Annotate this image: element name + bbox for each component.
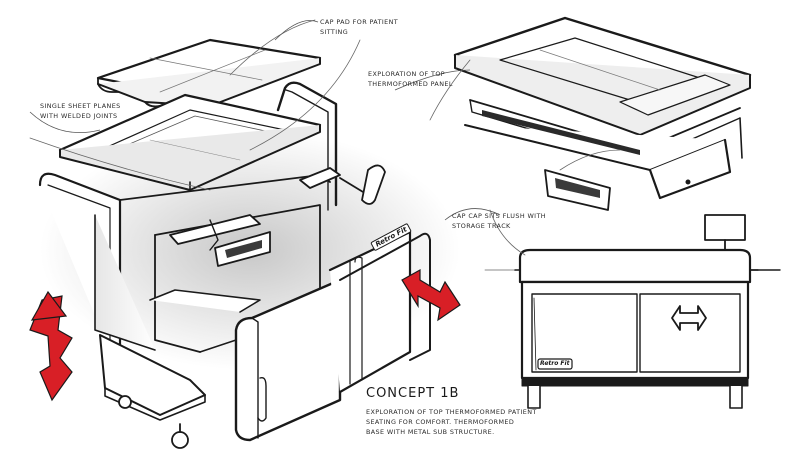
stirrup-bracket	[169, 214, 271, 267]
base-frame	[38, 172, 331, 421]
concept-title: Concept 1b	[366, 386, 460, 401]
lever-handle	[299, 164, 386, 205]
front-logo-badge-frame	[537, 358, 573, 370]
cap-track-note: Cap cap sits flush with storage track	[452, 212, 546, 230]
front-cabinet	[234, 230, 431, 442]
horizontal-motion-arrow	[401, 268, 461, 322]
top-panel-note: Exploration of top thermoformed panel	[368, 70, 453, 88]
concept-description: Exploration of top thermoformed patient …	[366, 408, 537, 436]
top-panel-detail-view	[429, 16, 752, 211]
swoosh-line	[249, 39, 361, 151]
exploded-cart-view	[29, 19, 460, 449]
sheet-planes-note: Single sheet planes with welded joints	[40, 102, 121, 120]
front-elevation-view	[484, 209, 781, 409]
vertical-motion-arrow	[29, 290, 73, 402]
cap-pad-note: Cap pad for patient sitting	[320, 18, 399, 36]
casters	[118, 395, 189, 449]
handle-bar	[276, 81, 338, 211]
cap-pad-part	[96, 38, 322, 108]
swoosh-line	[29, 137, 211, 191]
swoosh-line	[229, 19, 316, 76]
top-panel-part	[58, 93, 322, 191]
annotation-leaders	[29, 20, 501, 221]
front-logo-badge: Retro Fit	[540, 360, 570, 367]
